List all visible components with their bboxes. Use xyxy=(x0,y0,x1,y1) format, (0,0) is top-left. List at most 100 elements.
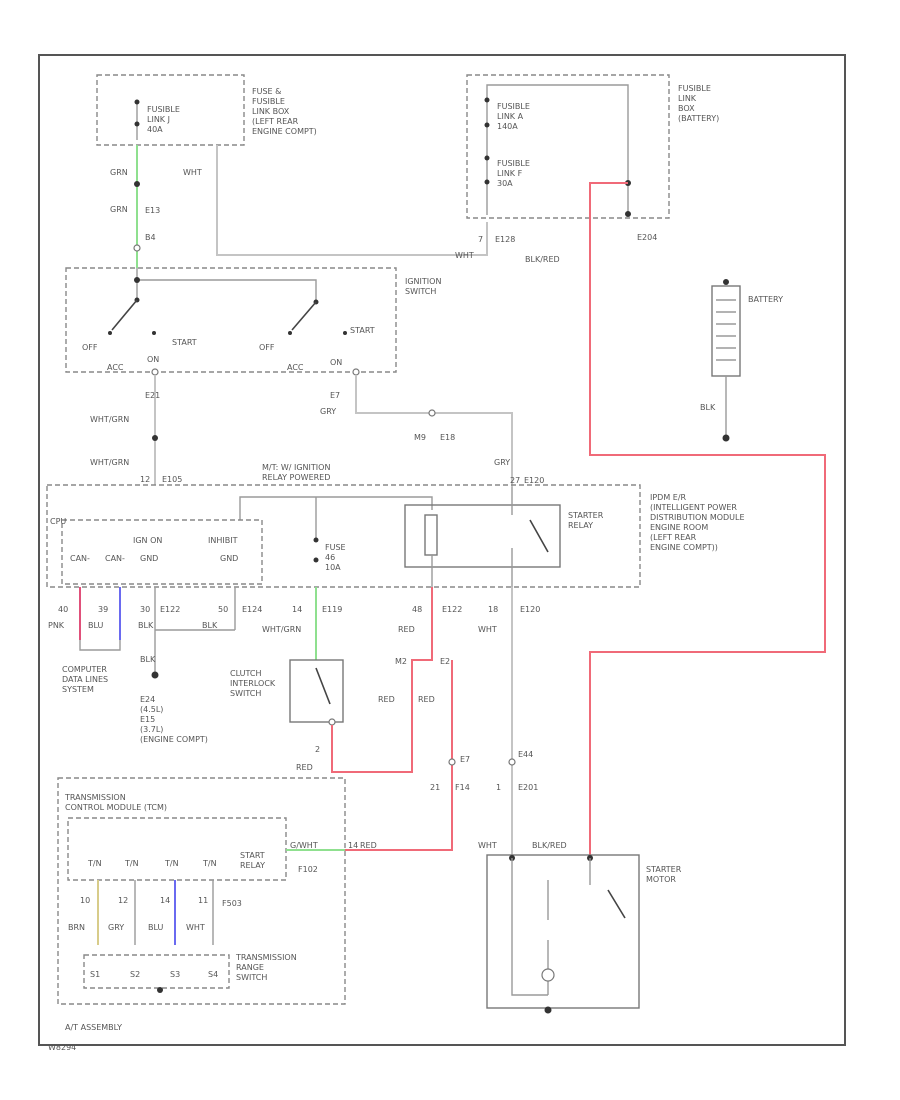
terminal xyxy=(484,155,490,161)
svg-text:GRN: GRN xyxy=(110,205,128,214)
battery-label: BATTERY xyxy=(748,295,783,304)
svg-text:F503: F503 xyxy=(222,899,242,908)
svg-text:GND: GND xyxy=(220,554,238,563)
splice xyxy=(625,211,631,217)
svg-text:E24(4.5L)E15(3.7L)(ENGINE COMP: E24(4.5L)E15(3.7L)(ENGINE COMPT) xyxy=(140,695,208,744)
ground-terminal xyxy=(722,434,730,442)
terminal xyxy=(343,331,347,335)
wire xyxy=(137,279,317,302)
svg-text:BLK: BLK xyxy=(700,403,716,412)
wire-label: GRY xyxy=(494,458,510,467)
ground-terminal xyxy=(544,1006,552,1014)
terminal xyxy=(288,331,292,335)
switch-blade xyxy=(111,299,138,331)
wire xyxy=(486,84,629,215)
wire-gry xyxy=(355,375,513,487)
connector xyxy=(133,244,141,252)
wire xyxy=(239,496,433,520)
svg-text:T/N: T/N xyxy=(164,859,179,868)
footer-code: W8294 xyxy=(48,1043,76,1052)
svg-text:E124: E124 xyxy=(242,605,262,614)
svg-text:BATTERY: BATTERY xyxy=(748,295,783,304)
svg-text:B4: B4 xyxy=(145,233,156,242)
splice xyxy=(134,277,140,283)
splice xyxy=(152,435,158,441)
clutch-interlock-switch-box xyxy=(289,659,344,723)
svg-text:14: 14 xyxy=(160,896,170,905)
connector-label: E21 xyxy=(145,391,160,400)
tcm-inner xyxy=(67,817,287,881)
svg-text:WHT: WHT xyxy=(183,168,202,177)
svg-text:BLU: BLU xyxy=(88,621,104,630)
svg-text:E7: E7 xyxy=(460,755,470,764)
svg-text:21: 21 xyxy=(430,783,440,792)
switch-blade xyxy=(291,301,317,331)
svg-text:GRN: GRN xyxy=(110,168,128,177)
svg-text:BLK: BLK xyxy=(138,621,154,630)
starter-contact xyxy=(607,889,626,919)
at-assembly-label: A/T ASSEMBLY xyxy=(65,1023,122,1032)
svg-text:BRN: BRN xyxy=(68,923,85,932)
terminal xyxy=(134,99,140,105)
svg-text:W8294: W8294 xyxy=(48,1043,76,1052)
svg-text:OFF: OFF xyxy=(259,343,275,352)
svg-text:10: 10 xyxy=(80,896,90,905)
svg-text:T/N: T/N xyxy=(87,859,102,868)
terminal xyxy=(313,557,319,563)
svg-text:S1: S1 xyxy=(90,970,100,979)
connector xyxy=(448,758,456,766)
wire-label: WHT xyxy=(183,168,202,177)
relay-contact xyxy=(529,519,549,553)
svg-text:39: 39 xyxy=(98,605,108,614)
connector xyxy=(428,409,436,417)
svg-text:14: 14 xyxy=(348,841,358,850)
connector-label: E7 xyxy=(330,391,340,400)
terminal xyxy=(313,537,319,543)
svg-text:30: 30 xyxy=(140,605,150,614)
range-switch-box xyxy=(83,954,230,989)
svg-text:11: 11 xyxy=(198,896,208,905)
svg-text:2: 2 xyxy=(315,745,320,754)
terminal xyxy=(152,331,156,335)
svg-text:RED: RED xyxy=(296,763,313,772)
svg-text:E119: E119 xyxy=(322,605,342,614)
wire-red xyxy=(331,587,433,773)
svg-text:BLU: BLU xyxy=(148,923,164,932)
connector xyxy=(151,368,159,376)
svg-text:GND: GND xyxy=(140,554,158,563)
svg-text:T/N: T/N xyxy=(124,859,139,868)
svg-text:BLK: BLK xyxy=(140,655,156,664)
fusible-link-box-battery xyxy=(466,74,670,219)
svg-text:S4: S4 xyxy=(208,970,218,979)
ipdm-box xyxy=(46,484,641,588)
cpu-label: CPU xyxy=(50,517,66,526)
svg-text:A/T ASSEMBLY: A/T ASSEMBLY xyxy=(65,1023,122,1032)
svg-text:WHT: WHT xyxy=(478,841,497,850)
svg-text:ON: ON xyxy=(330,358,342,367)
svg-text:M2: M2 xyxy=(395,657,407,666)
switch-blade xyxy=(315,667,331,705)
terminal xyxy=(108,331,112,335)
